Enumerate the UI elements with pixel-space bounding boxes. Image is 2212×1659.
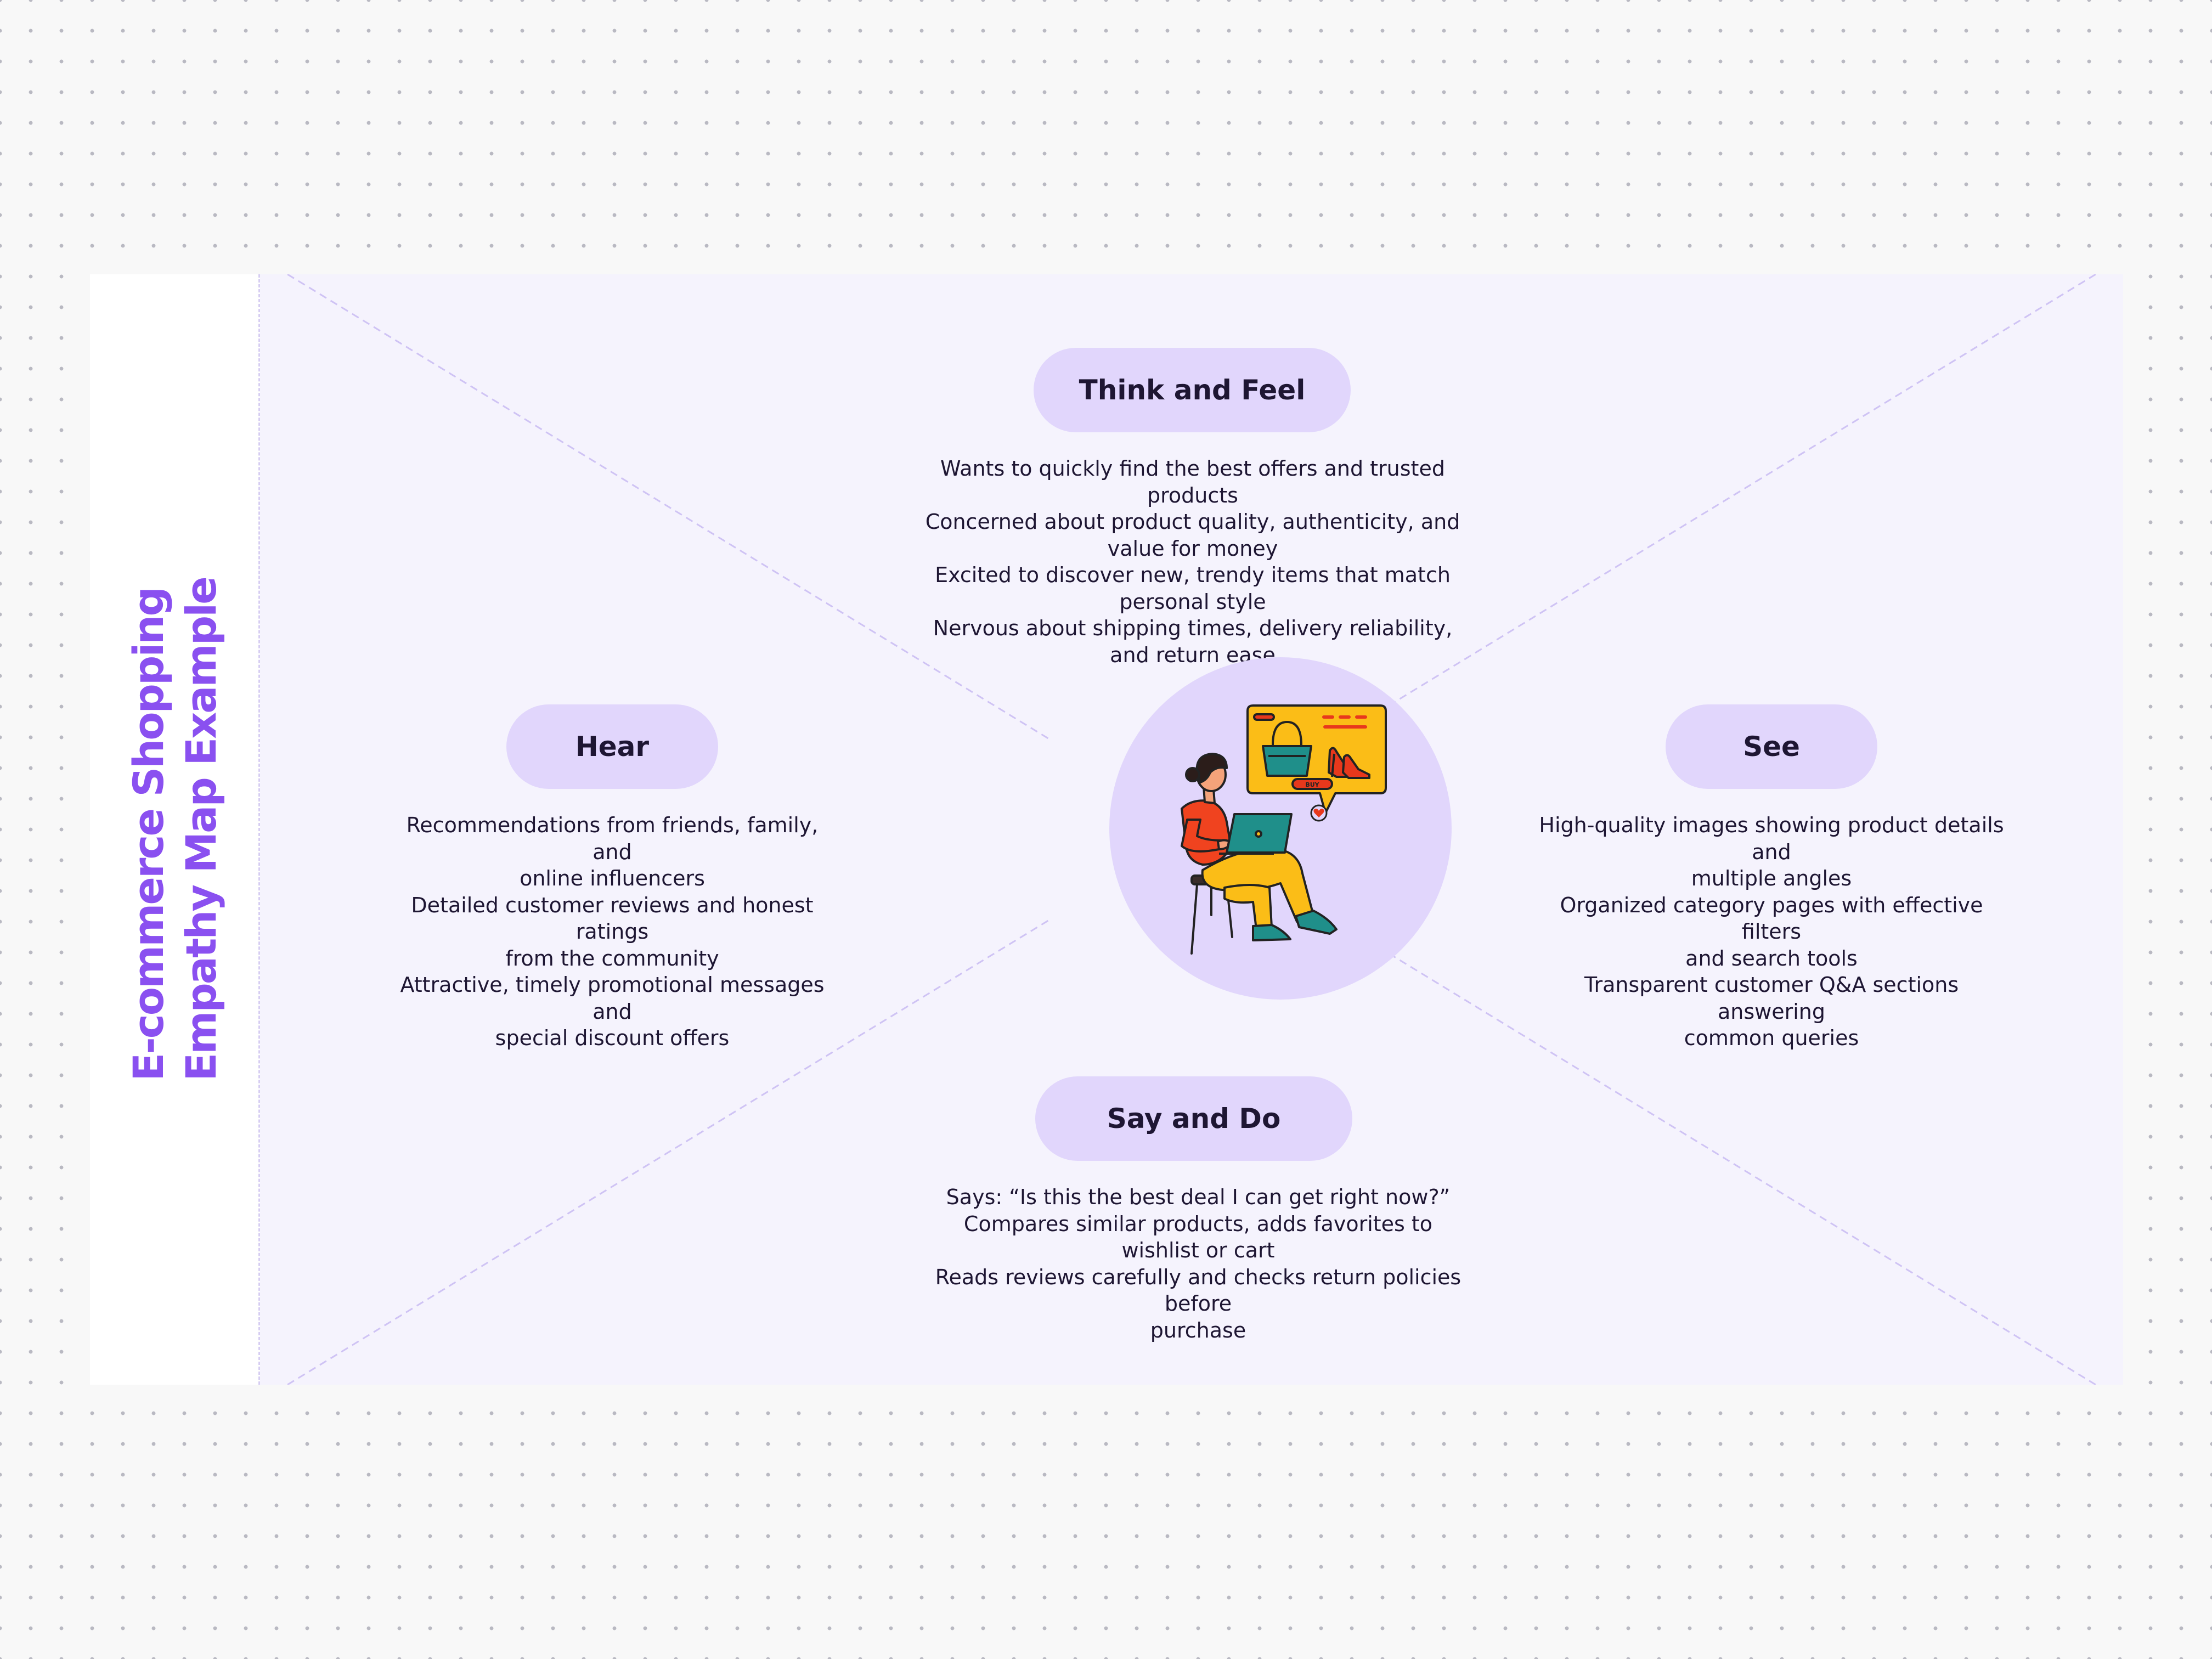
map-title-line-2: Empathy Map Example [177, 578, 225, 1081]
see-note: multiple angles [1691, 866, 1852, 890]
think-feel-note: Nervous about shipping times, delivery r… [933, 616, 1453, 667]
legs [1201, 848, 1338, 941]
see-note: High-quality images showing product deta… [1539, 813, 2004, 864]
head [1185, 753, 1228, 804]
see-label: See [1666, 704, 1877, 789]
heart-icon [1310, 804, 1328, 822]
hear-label: Hear [506, 704, 718, 789]
map-title: E-commerce Shopping Empathy Map Example [122, 578, 228, 1081]
hear-note: Recommendations from friends, family, an… [406, 813, 819, 864]
hear-note: Detailed customer reviews and honest rat… [411, 893, 814, 944]
diagonal-bottom-right [1333, 918, 2096, 1385]
online-shopper-illustration-icon: BUY [1181, 704, 1387, 955]
see-notes: High-quality images showing product deta… [1536, 812, 2007, 1052]
see-note: and search tools [1685, 946, 1858, 970]
hear-note: online influencers [520, 866, 705, 890]
see-note: Organized category pages with effective … [1560, 893, 1983, 944]
say-do-label: Say and Do [1035, 1076, 1352, 1161]
shop-screen-icon: BUY [1246, 704, 1387, 814]
torso [1181, 799, 1232, 866]
empathy-map-area: Think and Feel Wants to quickly find the… [260, 274, 2123, 1385]
see-note: Transparent customer Q&A sections answer… [1584, 973, 1959, 1024]
hear-note: special discount offers [495, 1026, 730, 1050]
say-do-note: Compares similar products, adds favorite… [963, 1211, 1433, 1263]
quadrant-diagonals [287, 274, 2096, 1385]
diagonal-top-left [287, 274, 1051, 741]
think-feel-note: Excited to discover new, trendy items th… [935, 563, 1451, 614]
say-do-note: Says: “Is this the best deal I can get r… [946, 1185, 1451, 1209]
think-feel-note: Wants to quickly find the best offers an… [940, 456, 1445, 507]
say-do-note: purchase [1150, 1318, 1246, 1342]
map-title-line-1: E-commerce Shopping [124, 588, 173, 1081]
say-do-note: Reads reviews carefully and checks retur… [935, 1265, 1462, 1316]
hear-notes: Recommendations from friends, family, an… [393, 812, 832, 1052]
persona-circle: BUY [1109, 657, 1452, 1000]
see-note: common queries [1684, 1026, 1859, 1050]
title-panel: E-commerce Shopping Empathy Map Example [90, 274, 260, 1385]
diagonal-top-right [1333, 274, 2096, 741]
empathy-map-board: E-commerce Shopping Empathy Map Example … [90, 274, 2123, 1385]
hear-note: from the community [505, 946, 719, 970]
laptop-icon [1219, 813, 1293, 855]
think-feel-note: Concerned about product quality, authent… [925, 510, 1460, 561]
buy-button-label: BUY [1305, 781, 1319, 788]
hear-note: Attractive, timely promotional messages … [400, 973, 825, 1024]
diagonal-bottom-left [287, 918, 1051, 1385]
say-do-notes: Says: “Is this the best deal I can get r… [924, 1184, 1472, 1344]
think-feel-notes: Wants to quickly find the best offers an… [918, 455, 1467, 668]
think-feel-label: Think and Feel [1034, 348, 1351, 432]
